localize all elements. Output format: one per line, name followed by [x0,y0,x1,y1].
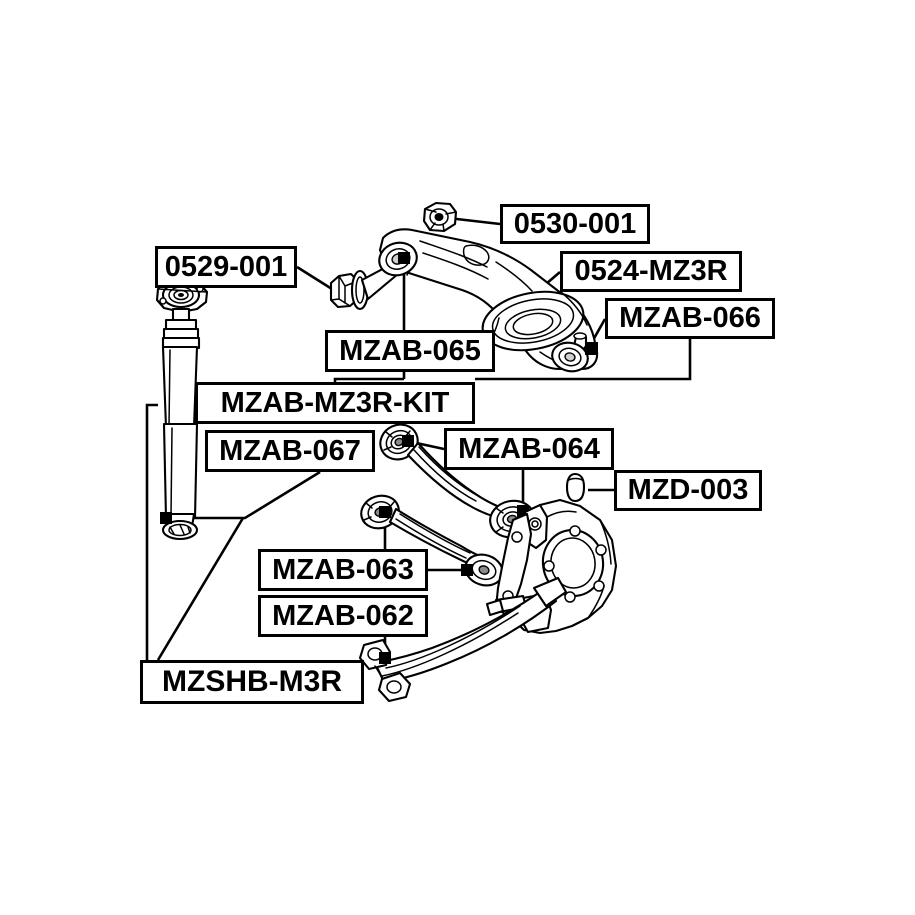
shock-absorber-part [155,278,209,541]
leader-mzshb-m3r [156,517,245,661]
leader-0529-001 [296,265,333,291]
callout-marker-mzab-067 [160,512,172,524]
label-0530-001[interactable]: 0530-001 [500,204,650,244]
trailing-arm-part [360,494,504,587]
upper-lateral-arm-part [379,423,535,539]
label-mzab-062[interactable]: MZAB-062 [258,595,428,637]
label-mzab-065[interactable]: MZAB-065 [325,330,495,372]
label-mzd-003[interactable]: MZD-003 [614,470,762,511]
callout-marker-mzab-062 [379,652,391,664]
callout-marker-mzab-066 [585,342,598,355]
leader-mzab-066-bracket [475,339,692,381]
leader-mzshb-bracket [145,403,158,692]
leader-kit-connector [333,377,404,382]
callout-marker-mzab-063-front [379,506,391,518]
label-mzab-063[interactable]: MZAB-063 [258,549,428,591]
label-0529-001[interactable]: 0529-001 [155,246,297,288]
label-mzab-066[interactable]: MZAB-066 [605,298,775,339]
bump-stop-part [565,472,586,503]
lower-arm-part [358,576,568,703]
callout-marker-mzab-063-rear [461,564,473,576]
label-mzshb-m3r[interactable]: MZSHB-M3R [140,660,364,704]
label-mzab-067[interactable]: MZAB-067 [205,430,375,472]
label-mzab-064[interactable]: MZAB-064 [444,428,614,470]
leader-0530-001 [447,216,501,226]
label-mzab-mz3r-kit[interactable]: MZAB-MZ3R-KIT [195,382,475,424]
nut-part [422,201,458,233]
label-0524-mz3r[interactable]: 0524-MZ3R [560,251,742,292]
callout-marker-mzab-065 [398,252,410,264]
leader-lines [145,216,692,692]
rear-lower-control-arm-part [378,228,599,373]
callout-marker-mzab-064-left [402,435,414,447]
